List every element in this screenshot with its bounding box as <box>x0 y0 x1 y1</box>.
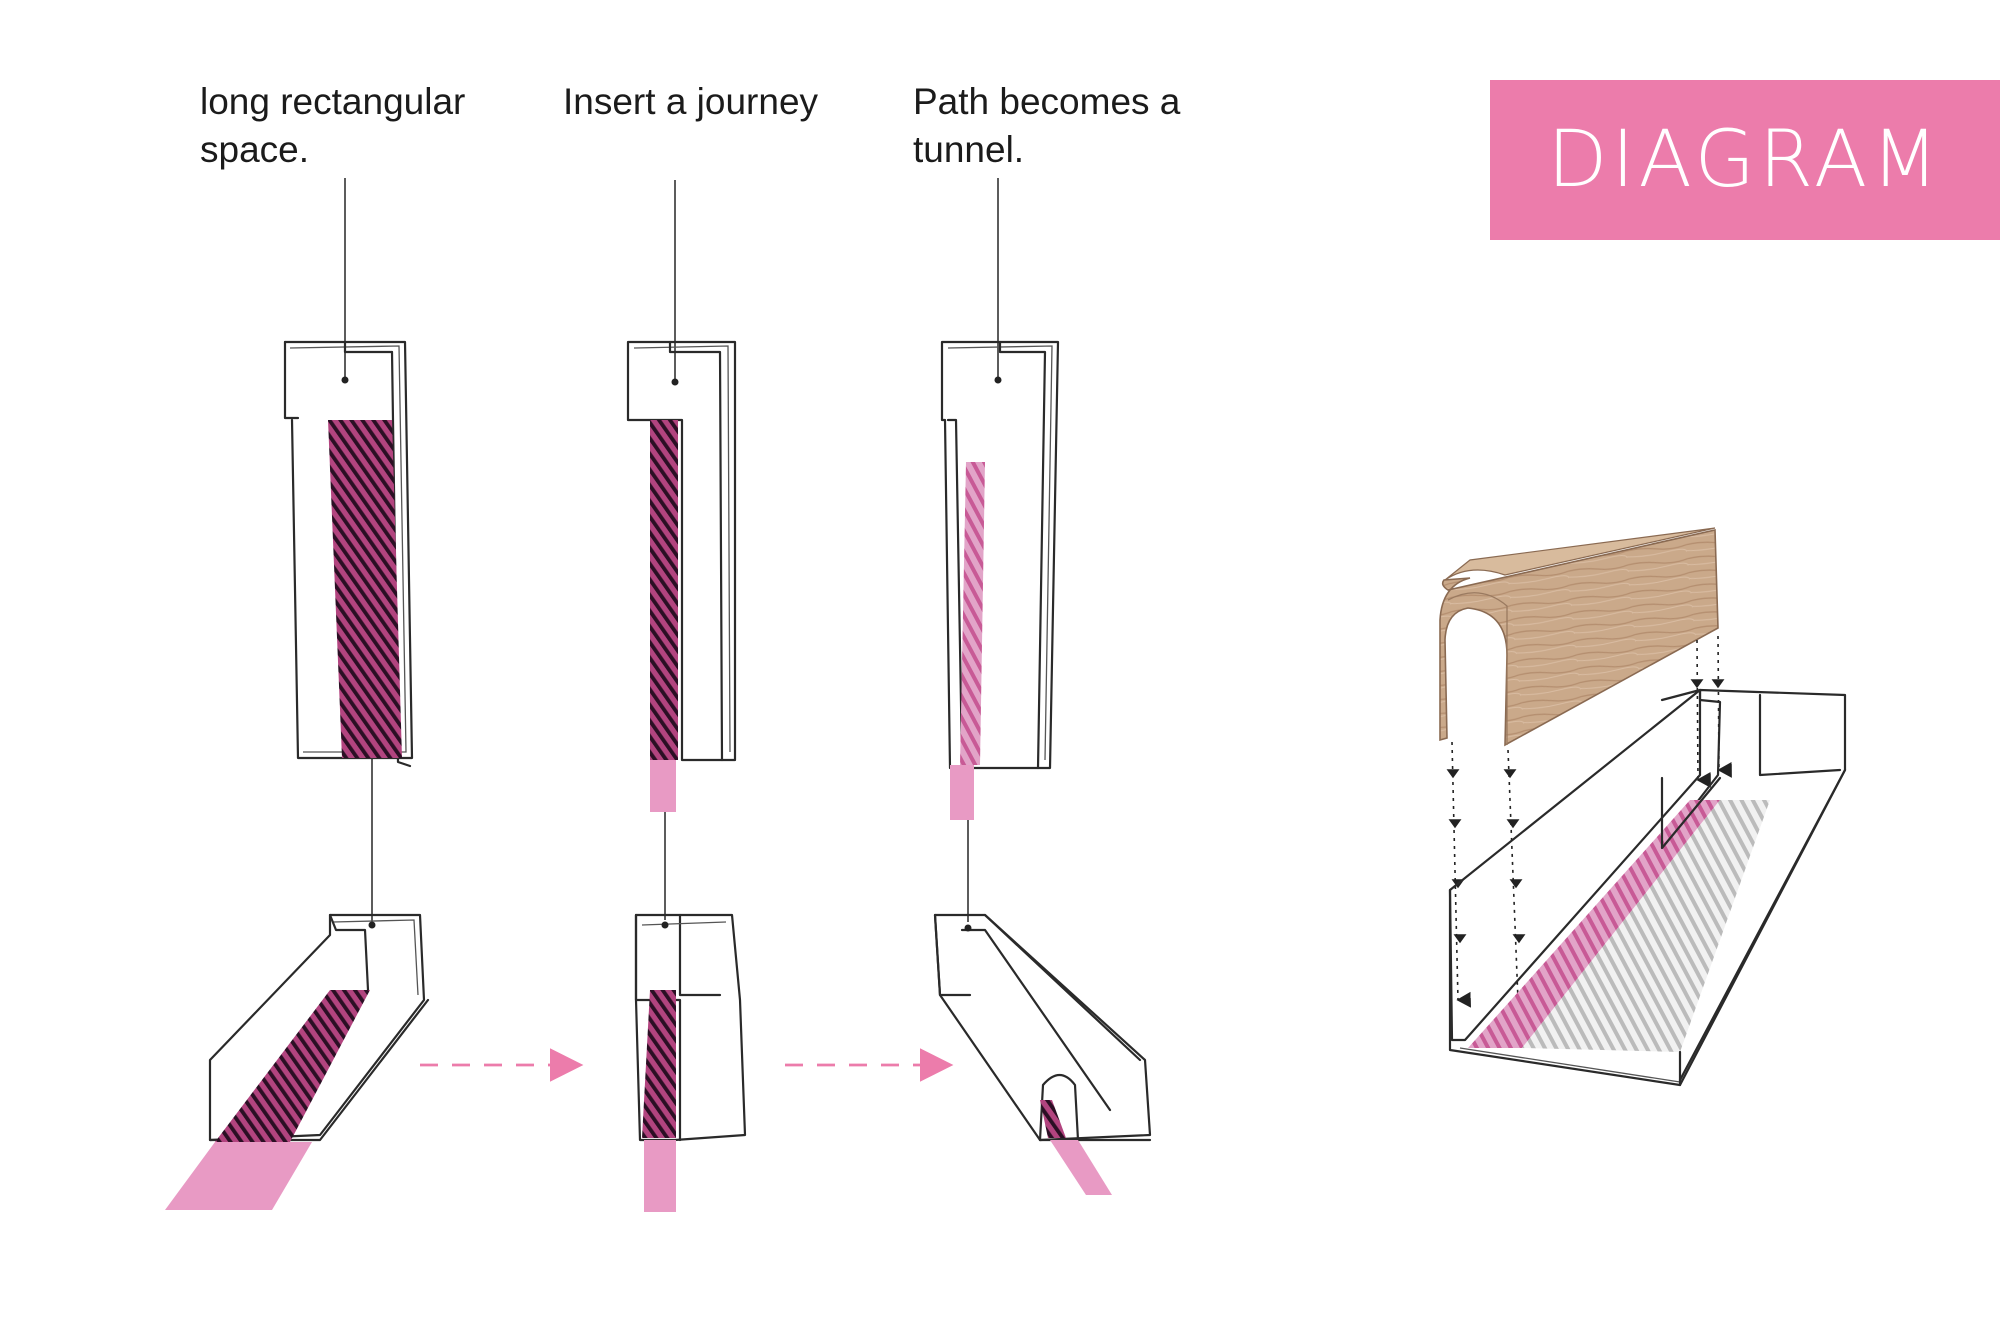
caption-step-2: Insert a journey <box>563 81 819 122</box>
dotted-arrow-down-icon <box>1507 749 1532 1008</box>
step-1-plan <box>283 178 414 768</box>
dotted-arrow-down-icon <box>1451 741 1471 1008</box>
dotted-arrow-down-icon <box>1696 639 1711 788</box>
step-3-perspective <box>933 913 1152 1195</box>
step-2-plan <box>626 180 737 812</box>
step-1-perspective <box>165 913 430 1210</box>
caption-step-1: long rectangular space. <box>200 81 466 170</box>
step-2-perspective <box>634 913 747 1212</box>
diagram-title: DIAGRAM <box>1547 115 1943 205</box>
tunnel-axonometric <box>1439 527 1847 1087</box>
diagram-title-badge: DIAGRAM <box>1490 80 2000 240</box>
caption-step-3: Path becomes a tunnel. <box>913 81 1181 170</box>
step-3-plan <box>940 178 1060 820</box>
